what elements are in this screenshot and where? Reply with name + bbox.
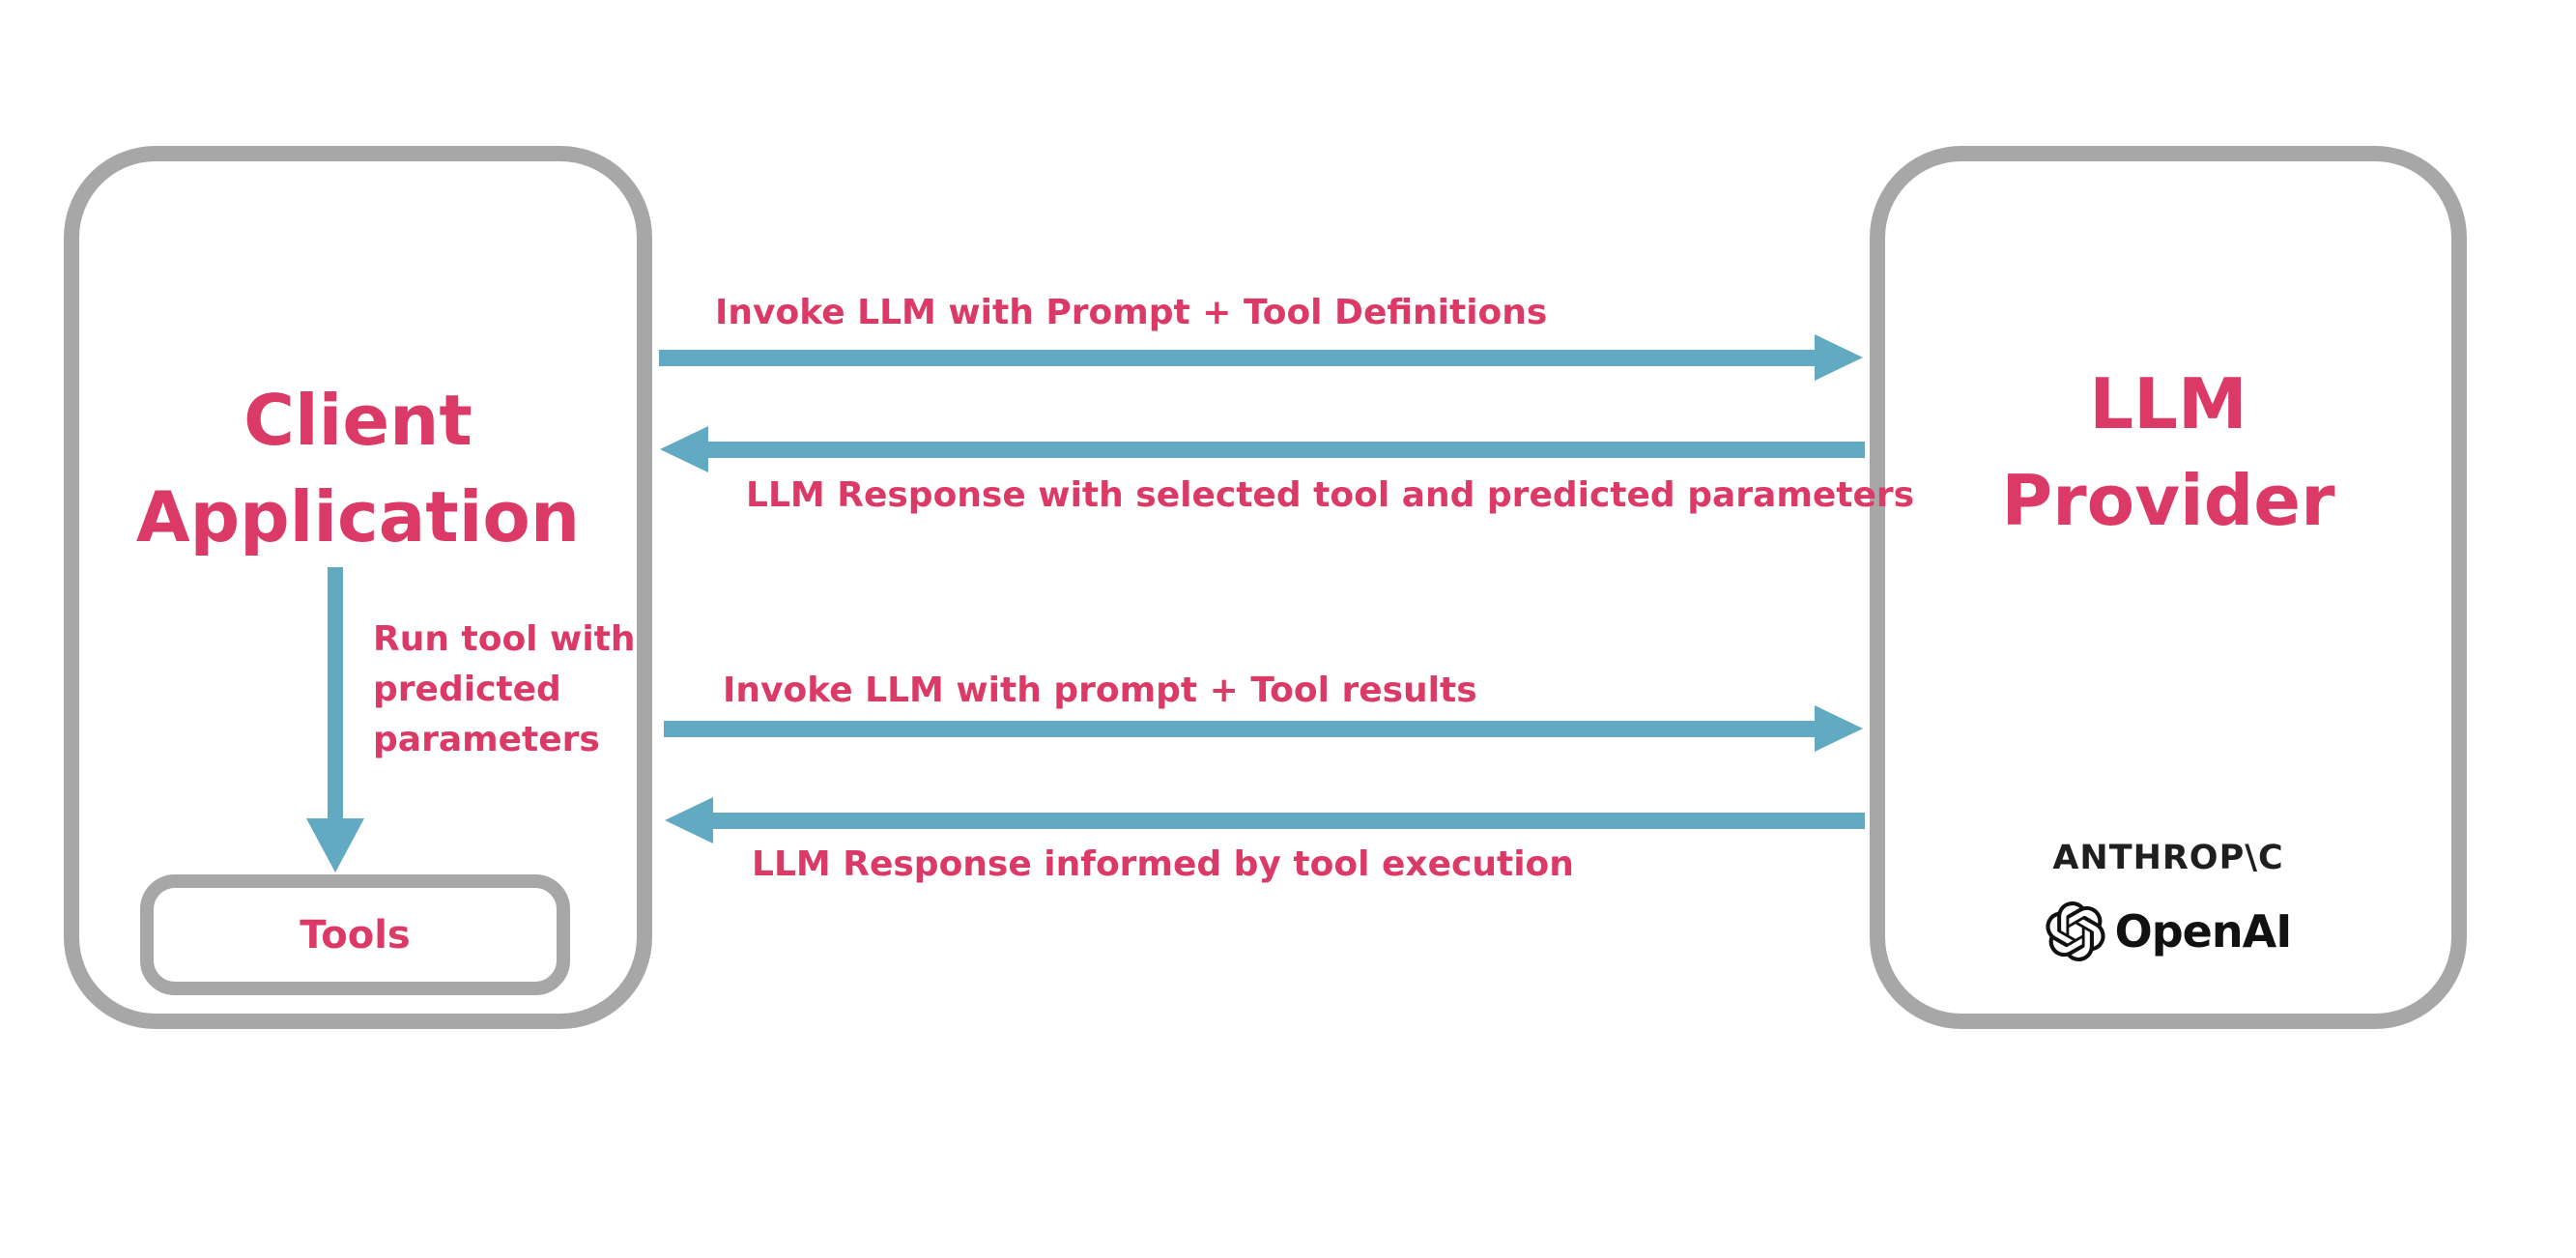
arrowhead-left-icon — [660, 426, 708, 472]
arrowhead-right-icon — [1815, 705, 1863, 752]
client-title-line1: Client — [243, 380, 472, 461]
message-label-response-selected-tool: LLM Response with selected tool and pred… — [746, 475, 1915, 515]
message-label-invoke-results: Invoke LLM with prompt + Tool results — [723, 671, 1477, 710]
arrow-shaft — [713, 813, 1865, 829]
message-label-invoke-definitions: Invoke LLM with Prompt + Tool Definition… — [715, 293, 1548, 332]
arrowhead-left-icon — [665, 797, 713, 843]
tools-label: Tools — [300, 912, 411, 958]
arrow-shaft — [659, 350, 1815, 366]
client-title-line2: Application — [135, 476, 581, 558]
arrowhead-right-icon — [1815, 334, 1863, 381]
arrow-right-invoke-definitions — [659, 334, 1863, 381]
message-label-response-final: LLM Response informed by tool execution — [752, 844, 1574, 884]
llm-title-line2: Provider — [2001, 460, 2335, 541]
llm-title-line1: LLM — [2089, 363, 2247, 444]
anthropic-logo: ANTHROP\C — [2052, 839, 2284, 877]
run-tool-label: Run tool with predicted parameters — [373, 619, 636, 759]
openai-icon — [2046, 901, 2105, 961]
tools-box: Tools — [140, 874, 570, 995]
arrowhead-down-icon — [306, 818, 364, 872]
arrow-left-response-final — [665, 797, 1865, 843]
arrow-shaft — [664, 721, 1815, 737]
arrow-right-invoke-results — [664, 705, 1863, 752]
llm-provider-title: LLM Provider — [1870, 356, 2467, 549]
openai-wordmark: OpenAI — [2114, 905, 2293, 958]
arrow-down-run-tool — [306, 567, 364, 872]
llm-provider-box — [1870, 146, 2467, 1029]
arrow-left-response-selected-tool — [660, 426, 1865, 472]
client-application-title: Client Application — [64, 372, 652, 565]
arrow-shaft — [708, 442, 1865, 458]
openai-logo: OpenAI — [1870, 901, 2467, 961]
arrow-shaft — [328, 567, 343, 818]
